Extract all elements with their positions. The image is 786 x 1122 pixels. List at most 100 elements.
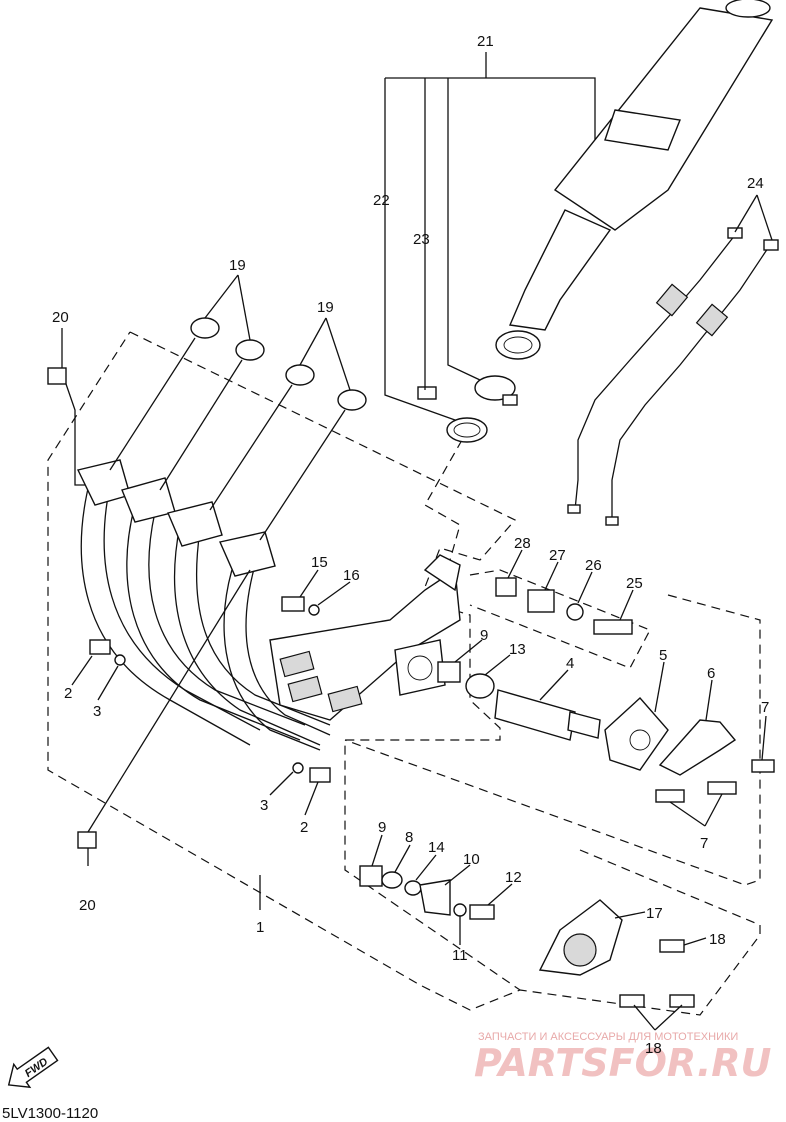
leader-5 bbox=[654, 661, 665, 713]
callout-2-lower: 2 bbox=[300, 819, 308, 836]
bolt-12 bbox=[469, 904, 495, 920]
leader-28 bbox=[507, 549, 523, 579]
leader-lines bbox=[61, 52, 773, 1031]
callout-16: 16 bbox=[343, 567, 360, 584]
collar-9-upper bbox=[437, 661, 461, 683]
bolt-25 bbox=[593, 619, 633, 635]
pipe-1-b bbox=[103, 484, 261, 731]
port-gaskets bbox=[190, 317, 367, 411]
callout-7-lower: 7 bbox=[700, 835, 708, 852]
callout-27: 27 bbox=[549, 547, 566, 564]
pulley-5-hub bbox=[629, 729, 651, 751]
pipe-4 bbox=[223, 559, 321, 751]
leader-19a-2 bbox=[237, 274, 251, 341]
leader-20-top-pipe bbox=[65, 383, 85, 486]
callout-28: 28 bbox=[514, 535, 531, 552]
callout-4: 4 bbox=[566, 655, 574, 672]
callout-1: 1 bbox=[256, 919, 264, 936]
callout-23: 23 bbox=[413, 231, 430, 248]
leader-7b-2 bbox=[704, 793, 723, 827]
muffler-gasket bbox=[446, 417, 488, 443]
pipe-2 bbox=[126, 504, 301, 741]
cable-b-adjuster bbox=[695, 303, 729, 337]
watermark-caption: ЗАПЧАСТИ И АКСЕССУАРЫ ДЛЯ МОТОТЕХНИКИ bbox=[478, 1031, 738, 1043]
cable-a bbox=[574, 234, 736, 511]
muffler-clamp bbox=[474, 375, 516, 401]
fwd-arrow-icon bbox=[7, 1046, 59, 1089]
flange-2 bbox=[121, 477, 176, 523]
exvalve-cables bbox=[567, 227, 779, 526]
callout-19-right: 19 bbox=[317, 299, 334, 316]
leader-10 bbox=[444, 864, 471, 886]
leader-2b bbox=[304, 781, 319, 816]
callout-10: 10 bbox=[463, 851, 480, 868]
callout-2-left: 2 bbox=[64, 685, 72, 702]
port-gasket-1 bbox=[190, 317, 220, 339]
pulley-cover-dome bbox=[563, 933, 597, 967]
callout-19-left: 19 bbox=[229, 257, 246, 274]
callout-9-upper: 9 bbox=[480, 627, 488, 644]
muffler-link-outline bbox=[424, 439, 463, 561]
cable-b-tip bbox=[605, 516, 619, 526]
collector-flange-port bbox=[407, 655, 433, 681]
leader-18b-2 bbox=[654, 1004, 683, 1031]
damper-28 bbox=[495, 577, 517, 597]
callout-18-lower: 18 bbox=[645, 1040, 662, 1057]
exhaust-pipes bbox=[76, 459, 461, 751]
callout-25: 25 bbox=[626, 575, 643, 592]
pipe-3 bbox=[174, 524, 321, 746]
leader-21 bbox=[385, 77, 596, 140]
exhaust-nut-top bbox=[47, 367, 67, 385]
pipe-4-b bbox=[245, 564, 331, 736]
port-gasket-2 bbox=[235, 339, 265, 361]
collector-stub-2 bbox=[287, 675, 323, 703]
callout-3-lower: 3 bbox=[260, 797, 268, 814]
bracket-group-outline bbox=[344, 594, 761, 886]
cable-a-end bbox=[727, 227, 743, 239]
callout-7-right: 7 bbox=[761, 699, 769, 716]
leader-6 bbox=[705, 679, 713, 721]
callout-20-top: 20 bbox=[52, 309, 69, 326]
muffler-gasket-inner bbox=[453, 422, 481, 438]
callout-14: 14 bbox=[428, 839, 445, 856]
washer-26 bbox=[566, 603, 584, 621]
collector-flange bbox=[394, 639, 446, 696]
leader-7a bbox=[761, 715, 767, 761]
screw-18-a bbox=[659, 939, 685, 953]
leader-gasket-3 bbox=[209, 384, 293, 511]
callout-labels: 21 22 23 24 19 19 20 20 15 16 28 27 26 2… bbox=[52, 33, 769, 1057]
leader-18a bbox=[683, 937, 707, 946]
muffler-inlet-inner bbox=[503, 336, 533, 354]
valve-shaft-4 bbox=[494, 689, 576, 741]
leader-19b-2 bbox=[325, 317, 351, 391]
valve-shaft-4-tip bbox=[567, 711, 601, 739]
leader-15 bbox=[299, 569, 319, 598]
pipe-1 bbox=[80, 479, 251, 746]
leader-20-bottom-pipe bbox=[87, 569, 251, 833]
muffler-band bbox=[604, 109, 681, 151]
callout-15: 15 bbox=[311, 554, 328, 571]
washer-14 bbox=[404, 880, 422, 896]
leader-22 bbox=[384, 78, 456, 421]
leader-gasket-1 bbox=[109, 337, 196, 471]
leader-25 bbox=[619, 589, 634, 621]
callout-13: 13 bbox=[509, 641, 526, 658]
leader-9a bbox=[454, 639, 483, 663]
port-gasket-4 bbox=[337, 389, 367, 411]
cable-a-tip bbox=[567, 504, 581, 514]
callout-9-lower: 9 bbox=[378, 819, 386, 836]
collar-27 bbox=[527, 589, 555, 613]
screw-18-b bbox=[619, 994, 645, 1008]
pulley-5 bbox=[604, 697, 669, 771]
bolt-15 bbox=[281, 596, 305, 612]
leader-3b bbox=[269, 771, 294, 796]
manifold-group-outline bbox=[47, 331, 522, 1011]
callout-11: 11 bbox=[452, 947, 468, 964]
plate-10 bbox=[419, 879, 451, 916]
pipe-2-b bbox=[148, 511, 306, 726]
leader-27 bbox=[544, 561, 559, 591]
bolt-2-lower bbox=[309, 767, 331, 783]
cable-b bbox=[611, 244, 771, 520]
muffler-link-pipe bbox=[508, 209, 612, 331]
